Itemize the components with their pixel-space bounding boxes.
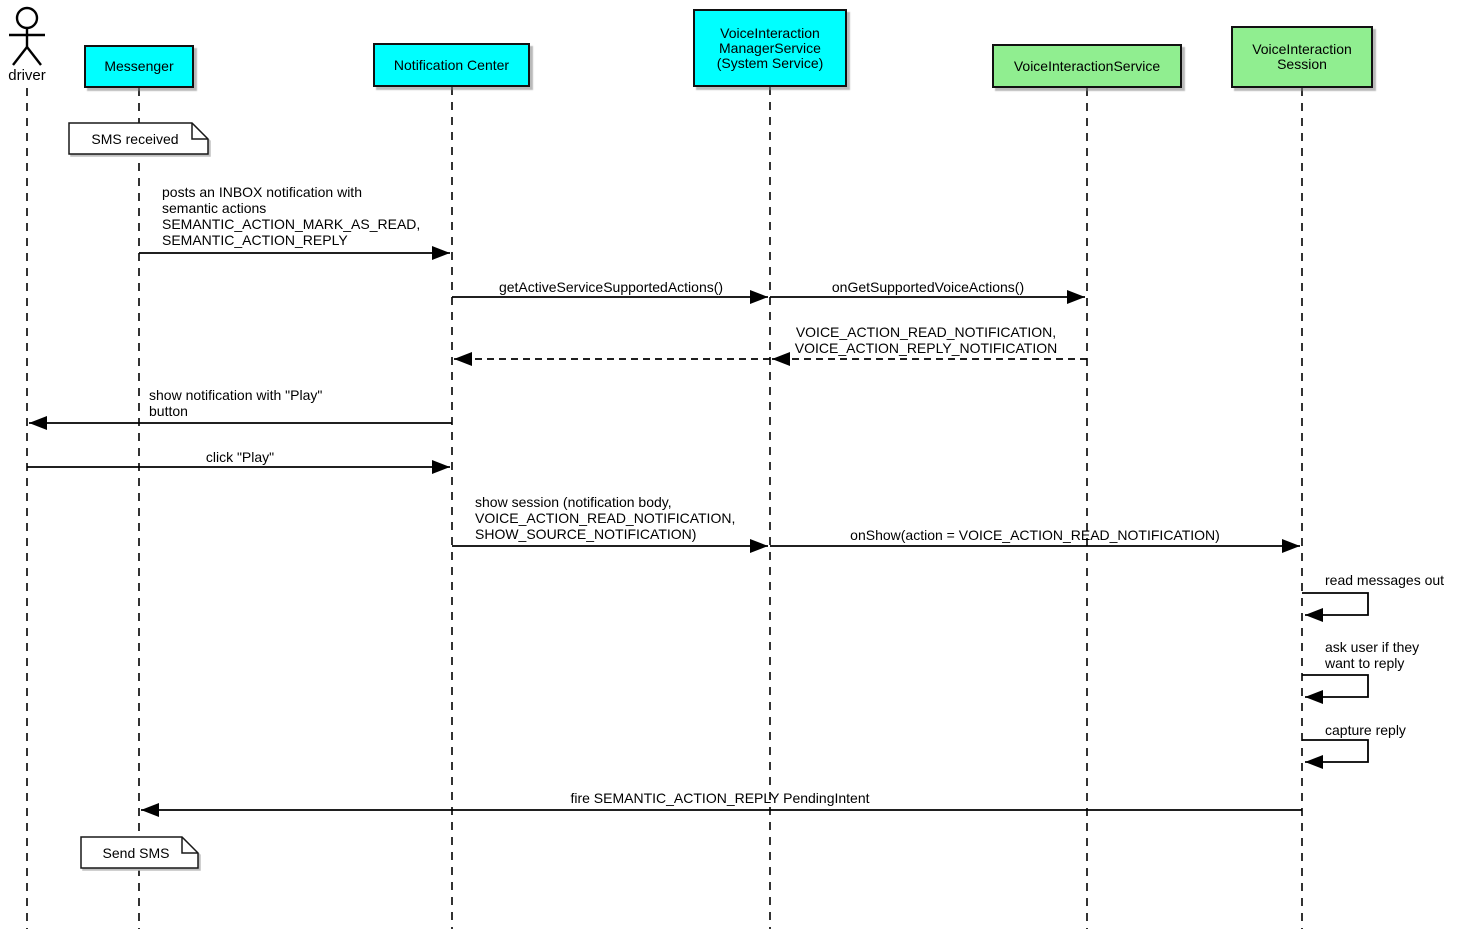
- message-get-active-service-supported-actions: getActiveServiceSupportedActions(): [498, 279, 724, 295]
- message-on-get-supported-voice-actions: onGetSupportedVoiceActions(): [831, 279, 1025, 295]
- message-show-notification-play: show notification with "Play" button: [149, 387, 323, 419]
- message-on-show: onShow(action = VOICE_ACTION_READ_NOTIFI…: [850, 527, 1220, 543]
- self-message-loops: [1302, 592, 1369, 769]
- self-loop-capture-reply: [1302, 739, 1369, 769]
- note-sms-received-fold: [191, 123, 208, 140]
- message-arrows: [27, 246, 1302, 817]
- actor-driver-label: driver: [8, 67, 46, 84]
- participant-voiceinteraction-session: VoiceInteraction Session: [1231, 26, 1373, 88]
- lifelines: [26, 87, 1303, 929]
- message-ask-user-reply: ask user if they want to reply: [1325, 639, 1420, 671]
- participant-messenger: Messenger: [84, 45, 194, 88]
- message-read-messages-out: read messages out: [1325, 572, 1445, 588]
- note-sms-received: SMS received: [91, 130, 179, 147]
- message-show-session: show session (notification body, VOICE_A…: [475, 494, 736, 542]
- note-send-sms-fold: [181, 837, 198, 854]
- actor-driver-icon: [9, 6, 45, 66]
- self-loop-ask-user-reply: [1302, 674, 1369, 704]
- note-send-sms: Send SMS: [102, 844, 170, 861]
- message-posts-inbox-notification: posts an INBOX notification with semanti…: [162, 184, 421, 248]
- participant-voiceinteractionservice: VoiceInteractionService: [992, 44, 1182, 88]
- notes-layer: [68, 122, 209, 869]
- self-loop-read-messages-out: [1302, 592, 1369, 622]
- participant-notification-center: Notification Center: [373, 43, 530, 87]
- message-capture-reply: capture reply: [1325, 722, 1406, 738]
- message-click-play: click "Play": [205, 449, 275, 465]
- message-fire-pending-intent: fire SEMANTIC_ACTION_REPLY PendingIntent: [570, 790, 870, 806]
- note-sms-received-shape: [68, 122, 209, 155]
- note-send-sms-shape: [80, 836, 199, 869]
- participant-voiceinteraction-managerservice: VoiceInteraction ManagerService (System …: [693, 9, 847, 87]
- message-voice-actions-return: VOICE_ACTION_READ_NOTIFICATION, VOICE_AC…: [794, 324, 1058, 356]
